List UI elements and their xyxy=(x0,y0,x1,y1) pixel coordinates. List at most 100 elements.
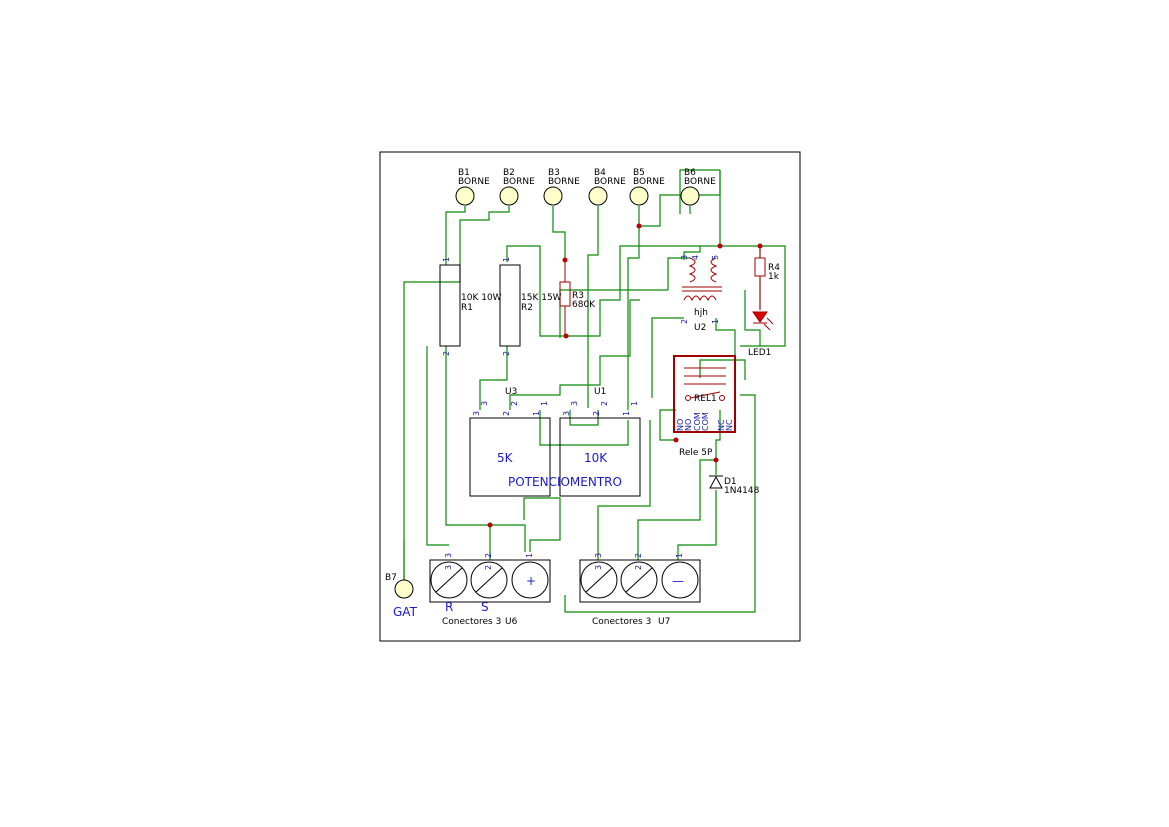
junctions xyxy=(487,223,763,528)
svg-text:2: 2 xyxy=(502,351,511,356)
u6-ref: U6 xyxy=(505,617,518,627)
svg-text:1: 1 xyxy=(711,319,720,324)
svg-text:1: 1 xyxy=(540,401,549,406)
u7-value: Conectores 3 xyxy=(592,617,651,627)
r2-ref: R2 xyxy=(521,303,533,313)
borne-b6: B6 BORNE xyxy=(680,168,716,206)
b5-value: BORNE xyxy=(633,177,665,187)
svg-text:NC: NC xyxy=(717,419,726,431)
r1-ref: R1 xyxy=(461,303,473,313)
svg-text:3: 3 xyxy=(594,553,603,558)
resistor-r3: R3 680K xyxy=(559,262,596,336)
r3-value: 680K xyxy=(572,300,596,310)
svg-text:1: 1 xyxy=(630,401,639,406)
b6-ref: B6 xyxy=(684,168,696,178)
svg-text:2: 2 xyxy=(634,565,643,570)
u3-ref: U3 xyxy=(505,387,517,397)
led1-ref: LED1 xyxy=(748,348,771,358)
u6-r-label: R xyxy=(445,600,453,614)
b6-value: BORNE xyxy=(684,177,716,187)
u3-value: 5K xyxy=(497,451,514,465)
u1-value: 10K xyxy=(584,451,608,465)
svg-text:2: 2 xyxy=(484,553,493,558)
b1-ref: B1 xyxy=(458,168,470,178)
svg-text:2: 2 xyxy=(510,401,519,406)
u6-plus: + xyxy=(526,574,536,588)
svg-text:1: 1 xyxy=(502,257,511,262)
svg-text:3: 3 xyxy=(480,401,489,406)
u7-minus: — xyxy=(672,574,684,588)
sheet-border xyxy=(379,151,801,642)
r1-value: 10K 10W xyxy=(461,293,502,303)
svg-text:3: 3 xyxy=(680,255,689,260)
svg-text:2: 2 xyxy=(502,411,511,416)
borne-b7: B7 GAT xyxy=(385,573,418,619)
svg-text:COM: COM xyxy=(693,412,702,431)
b3-value: BORNE xyxy=(548,177,580,187)
svg-text:2: 2 xyxy=(592,411,601,416)
r2-value: 15K 15W xyxy=(521,293,562,303)
potentiometers: U3 U1 3 3 2 2 1 1 3 3 2 2 1 1 5K 10K POT… xyxy=(469,387,641,497)
svg-text:NO: NO xyxy=(676,419,685,431)
svg-text:3: 3 xyxy=(570,401,579,406)
svg-text:NO: NO xyxy=(684,419,693,431)
b4-value: BORNE xyxy=(594,177,626,187)
u1-ref: U1 xyxy=(594,387,606,397)
svg-text:NC: NC xyxy=(725,419,734,431)
svg-text:1: 1 xyxy=(675,553,684,558)
b3-ref: B3 xyxy=(548,168,560,178)
pot-label: POTENCIOMENTRO xyxy=(508,475,622,489)
svg-text:5: 5 xyxy=(711,255,720,260)
borne-b2: B2 BORNE xyxy=(499,168,535,206)
diode-value: 1N4148 xyxy=(724,486,760,496)
borne-b3: B3 BORNE xyxy=(543,168,580,206)
u2-ref: U2 xyxy=(694,323,706,333)
svg-text:1: 1 xyxy=(525,553,534,558)
u6-value: Conectores 3 xyxy=(442,617,501,627)
svg-text:2: 2 xyxy=(484,565,493,570)
r4-value: 1k xyxy=(768,272,780,282)
relay-rel1: REL1 NO NO COM COM NC NC Rele 5P xyxy=(673,355,736,458)
led1: LED1 xyxy=(748,311,774,358)
transformer-u2: 3 4 5 2 1 hjh U2 xyxy=(680,255,722,333)
svg-text:3: 3 xyxy=(444,553,453,558)
svg-text:3: 3 xyxy=(594,565,603,570)
resistor-r2: 1 2 15K 15W R2 xyxy=(499,257,562,356)
r4-ref: R4 xyxy=(768,263,780,273)
svg-text:4: 4 xyxy=(691,255,700,260)
relay-ref: REL1 xyxy=(694,394,717,404)
u6-s-label: S xyxy=(481,600,489,614)
u7-ref: U7 xyxy=(658,617,670,627)
b7-label: GAT xyxy=(393,605,418,619)
b1-value: BORNE xyxy=(458,177,490,187)
b2-value: BORNE xyxy=(503,177,535,187)
svg-text:3: 3 xyxy=(472,411,481,416)
r3-ref: R3 xyxy=(572,291,584,301)
diode-d1: D1 1N4148 xyxy=(709,475,760,496)
diode-ref: D1 xyxy=(724,477,737,487)
svg-text:COM: COM xyxy=(701,412,710,431)
u2-value: hjh xyxy=(694,308,708,318)
svg-text:1: 1 xyxy=(532,411,541,416)
borne-b1: B1 BORNE xyxy=(455,168,490,206)
svg-text:2: 2 xyxy=(600,401,609,406)
svg-text:1: 1 xyxy=(622,411,631,416)
b7-ref: B7 xyxy=(385,573,397,583)
resistor-r1: 1 2 10K 10W R1 xyxy=(439,257,502,356)
relay-value: Rele 5P xyxy=(679,448,713,458)
b2-ref: B2 xyxy=(503,168,515,178)
b5-ref: B5 xyxy=(633,168,645,178)
svg-text:2: 2 xyxy=(634,553,643,558)
borne-b4: B4 BORNE xyxy=(588,168,626,206)
svg-text:3: 3 xyxy=(562,411,571,416)
svg-text:2: 2 xyxy=(442,351,451,356)
borne-b5: B5 BORNE xyxy=(629,168,665,206)
svg-text:3: 3 xyxy=(444,565,453,570)
svg-text:1: 1 xyxy=(442,257,451,262)
connector-u6: + 3 2 1 3 2 R S Conectores 3 U6 xyxy=(429,553,551,627)
connector-u7: — 3 2 1 3 2 Conectores 3 U7 xyxy=(579,553,701,627)
resistor-r4: R4 1k xyxy=(754,246,780,310)
svg-text:2: 2 xyxy=(680,319,689,324)
b4-ref: B4 xyxy=(594,168,606,178)
